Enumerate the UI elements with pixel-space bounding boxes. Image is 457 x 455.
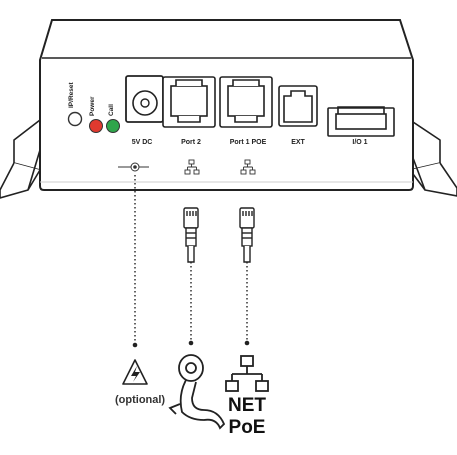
optional-label: (optional) bbox=[115, 394, 166, 406]
power-led bbox=[89, 119, 103, 133]
power-supply-icon bbox=[122, 359, 148, 385]
port-1-line-end bbox=[244, 340, 250, 346]
port-2-jack bbox=[162, 76, 216, 128]
io-terminal bbox=[327, 106, 395, 137]
port-1-poe-jack bbox=[219, 76, 273, 128]
webcam-icon bbox=[168, 354, 226, 430]
dc-power-jack bbox=[125, 75, 164, 123]
port-2-rj45-plug-icon bbox=[183, 207, 199, 263]
right-mounting-bracket bbox=[409, 119, 457, 197]
dc-polarity-icon bbox=[118, 162, 149, 172]
power-led-label: Power bbox=[89, 96, 96, 116]
port-2-label: Port 2 bbox=[181, 139, 201, 146]
left-mounting-bracket bbox=[0, 119, 41, 199]
call-led bbox=[106, 119, 120, 133]
port-1-rj45-plug-icon bbox=[239, 207, 255, 263]
poe-label: PoE bbox=[228, 417, 266, 438]
io-port-label: I/O 1 bbox=[352, 139, 368, 146]
ext-jack bbox=[278, 85, 318, 127]
call-led-label: Call bbox=[108, 104, 115, 116]
ip-reset-label: IP/Reset bbox=[68, 82, 75, 108]
net-label: NET bbox=[228, 395, 266, 416]
reset-button[interactable] bbox=[67, 111, 83, 127]
network-icon bbox=[225, 355, 269, 392]
port-1-label: Port 1 POE bbox=[229, 139, 267, 146]
port-2-network-icon bbox=[184, 159, 200, 175]
ext-port-label: EXT bbox=[291, 139, 305, 146]
dc-line-end bbox=[132, 342, 138, 348]
dc-port-label: 5V DC bbox=[131, 139, 153, 146]
port-2-line-end bbox=[188, 340, 194, 346]
connection-lines bbox=[134, 175, 248, 345]
port-1-network-icon bbox=[240, 159, 256, 175]
